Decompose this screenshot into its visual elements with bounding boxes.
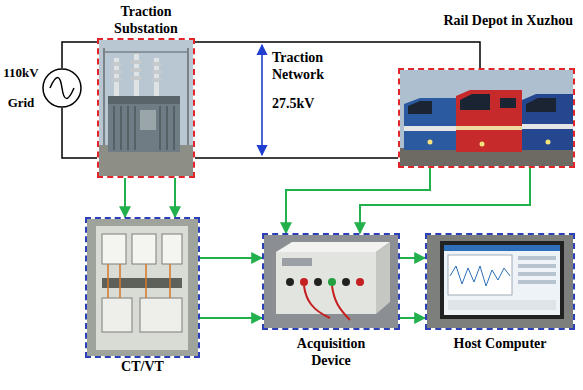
node-heading: 110kV Grid: [2, 58, 40, 118]
node-heading: Host Computer: [450, 336, 550, 353]
power-line: [62, 42, 97, 68]
signal-arrow: [400, 317, 425, 319]
ac-source-symbol: [42, 68, 82, 108]
ctvt-box: CT/VT: [85, 217, 200, 358]
node-heading: CT/VT: [88, 359, 198, 376]
signal-arrow: [174, 178, 176, 217]
cabinet-photo: [87, 219, 198, 356]
power-line: [195, 157, 398, 159]
signal-arrow: [360, 168, 530, 233]
substation-photo: [99, 40, 193, 176]
ac-source: 110kV Grid: [42, 68, 82, 108]
voltage-label: 27.5kV: [272, 96, 350, 113]
node-heading: Acquisition Device: [281, 336, 381, 370]
network-label: Traction Network: [272, 50, 350, 84]
node-heading: Rail Depot in Xuzhou: [443, 13, 573, 30]
signal-arrow: [124, 178, 126, 217]
substation-box: Traction Substation: [97, 38, 195, 178]
acquisition-device-photo: [264, 235, 398, 328]
host-box: Host Computer: [425, 233, 575, 330]
acquisition-box: Acquisition Device: [262, 233, 400, 330]
locomotives-photo: [400, 70, 573, 166]
depot-box: Rail Depot in Xuzhou: [398, 68, 575, 168]
signal-arrow: [200, 317, 262, 319]
node-heading: Traction Substation: [96, 4, 196, 38]
signal-arrow: [200, 257, 262, 259]
voltage-double-arrow: [261, 45, 263, 155]
power-line: [62, 108, 97, 158]
signal-arrow: [400, 257, 425, 259]
monitor-photo: [427, 235, 573, 328]
power-line: [195, 42, 480, 68]
signal-arrow: [286, 168, 430, 233]
